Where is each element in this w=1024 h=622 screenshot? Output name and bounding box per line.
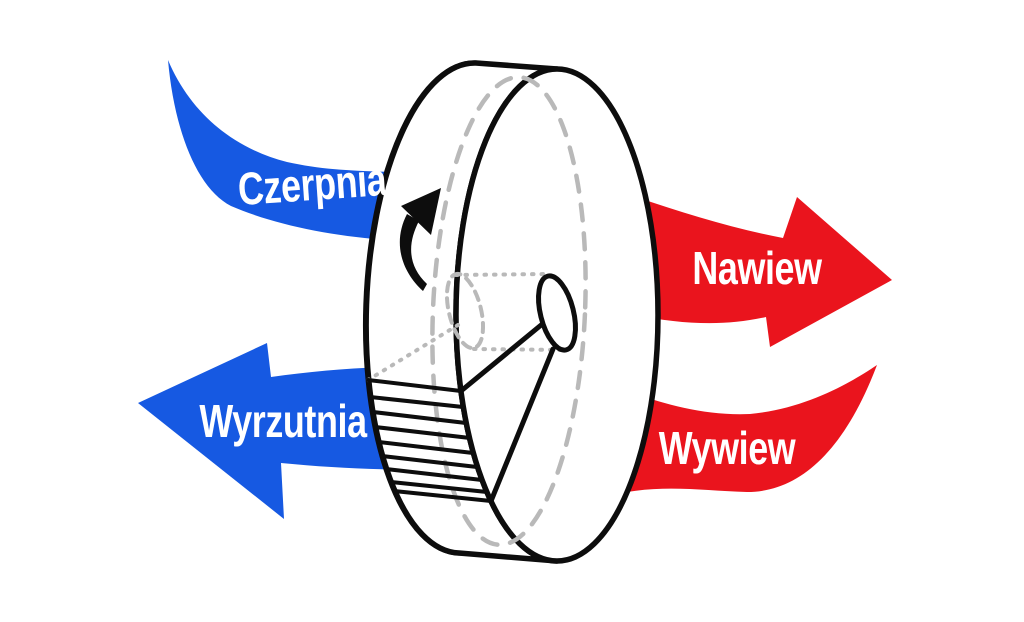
sector-line-upper xyxy=(458,318,549,394)
label-wyrzutnia: Wyrzutnia xyxy=(199,395,367,447)
purge-hatch-lines xyxy=(366,378,493,503)
hub-front xyxy=(536,273,578,353)
label-nawiew: Nawiew xyxy=(692,242,822,294)
wheel xyxy=(362,60,661,564)
rotation-arrow-body xyxy=(399,214,427,291)
label-czerpnia: Czerpnia xyxy=(236,152,388,216)
axle-hidden-line-top xyxy=(454,272,550,277)
rotation-arrow-icon xyxy=(399,188,441,291)
sector-line-lower xyxy=(488,346,556,504)
rotation-arrow-head xyxy=(401,188,441,235)
hub-and-sector xyxy=(366,273,578,504)
nawiew-flow-arrow xyxy=(625,196,892,347)
label-wywiew: Wywiew xyxy=(658,422,796,474)
czerpnia-flow-arrow xyxy=(168,60,424,242)
wheel-hidden-back-edge xyxy=(430,74,588,548)
wywiew-flow-arrow xyxy=(627,365,877,492)
sector-hidden-line xyxy=(366,323,460,382)
wyrzutnia-flow-arrow xyxy=(138,343,434,519)
